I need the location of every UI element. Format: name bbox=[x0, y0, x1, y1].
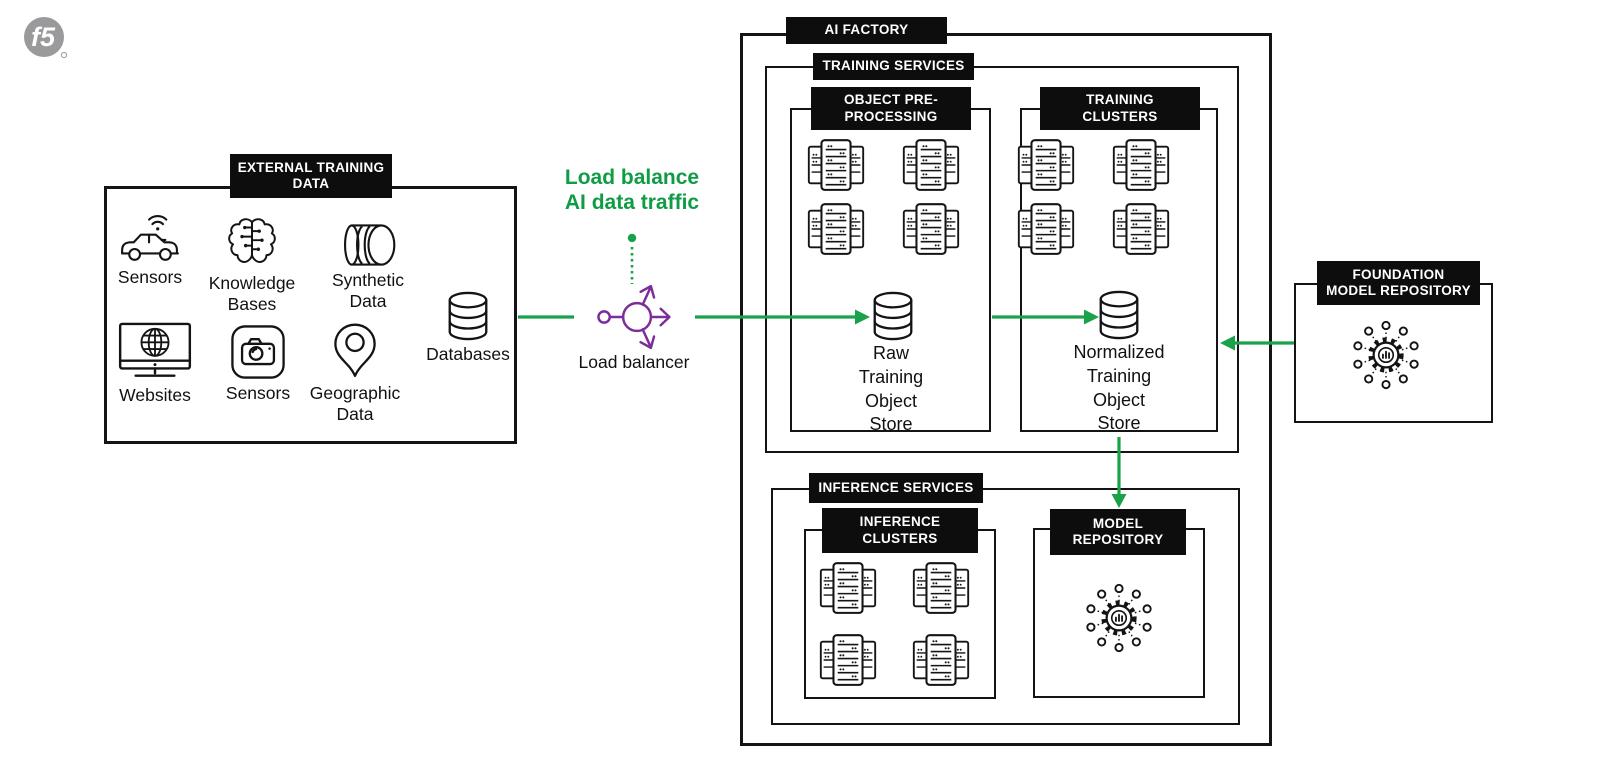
training-services-box bbox=[765, 66, 1239, 453]
server-rack-icon bbox=[1016, 137, 1076, 193]
external-item-label: Sensors bbox=[117, 267, 183, 287]
external-item-label: Knowledge Bases bbox=[208, 273, 296, 315]
training-services-header: TRAINING SERVICES bbox=[813, 53, 974, 80]
training-clusters-header: TRAINING CLUSTERS bbox=[1040, 87, 1200, 130]
inference-services-box bbox=[771, 488, 1240, 725]
database-icon bbox=[446, 291, 490, 341]
server-rack-icon bbox=[818, 560, 878, 616]
stacked-discs-icon bbox=[343, 224, 396, 266]
load-balance-callout: Load balance AI data traffic bbox=[520, 165, 744, 215]
object-preprocessing-header: OBJECT PRE- PROCESSING bbox=[811, 87, 971, 130]
model-repository-header: MODEL REPOSITORY bbox=[1050, 509, 1186, 555]
load-balancer-label: Load balancer bbox=[578, 352, 690, 372]
server-rack-icon bbox=[901, 201, 961, 257]
normalized-object-store-database-icon bbox=[1097, 290, 1141, 340]
inference-services-header: INFERENCE SERVICES bbox=[809, 473, 983, 503]
load-balancer-icon bbox=[597, 284, 671, 350]
external-item-synthetic-data: Synthetic Data bbox=[322, 223, 414, 313]
server-rack-icon bbox=[806, 201, 866, 257]
external-item-label: Websites bbox=[119, 385, 191, 405]
server-rack-icon bbox=[1111, 201, 1171, 257]
server-rack-icon bbox=[901, 137, 961, 193]
server-rack-icon bbox=[806, 137, 866, 193]
external-item-label: Geographic Data bbox=[309, 383, 401, 425]
monitor-globe-icon bbox=[118, 322, 192, 377]
server-rack-icon bbox=[1111, 137, 1171, 193]
svg-text:f5: f5 bbox=[31, 22, 56, 52]
ai-factory-header: AI FACTORY bbox=[786, 17, 947, 44]
ai-factory-box bbox=[740, 33, 1272, 746]
server-rack-icon bbox=[1016, 201, 1076, 257]
inference-clusters-header: INFERENCE CLUSTERS bbox=[822, 508, 978, 553]
normalized-object-store-label: Normalized Training Object Store bbox=[1073, 342, 1165, 434]
external-item-knowledge-bases: Knowledge Bases bbox=[204, 214, 300, 316]
raw-object-store-label: Raw Training Object Store bbox=[858, 343, 924, 435]
server-rack-icon bbox=[911, 560, 971, 616]
callout-line-1: Load balance bbox=[564, 166, 700, 189]
brain-icon bbox=[228, 218, 276, 263]
external-item-sensors-camera: Sensors bbox=[210, 324, 306, 404]
callout-line-2: AI data traffic bbox=[564, 191, 700, 215]
server-rack-icon bbox=[911, 632, 971, 688]
f5-logo: f5 bbox=[24, 17, 68, 59]
external-item-label: Databases bbox=[426, 344, 510, 364]
external-item-websites: Websites bbox=[110, 322, 200, 406]
external-item-sensors-car: Sensors bbox=[110, 214, 190, 288]
camera-icon bbox=[231, 325, 285, 379]
model-hub-icon bbox=[1079, 578, 1159, 658]
external-item-label: Synthetic Data bbox=[332, 270, 404, 312]
external-item-label: Sensors bbox=[225, 383, 291, 403]
map-pin-icon bbox=[334, 323, 376, 378]
car-wifi-sensor-icon bbox=[121, 215, 179, 261]
model-hub-icon bbox=[1346, 315, 1426, 395]
foundation-model-repository-header: FOUNDATION MODEL REPOSITORY bbox=[1317, 261, 1480, 305]
server-rack-icon bbox=[818, 632, 878, 688]
external-item-databases: Databases bbox=[420, 291, 516, 365]
external-item-geographic-data: Geographic Data bbox=[309, 322, 401, 426]
callout-pointer-dot bbox=[627, 233, 637, 243]
external-training-data-header: EXTERNAL TRAINING DATA bbox=[230, 154, 392, 198]
raw-object-store-database-icon bbox=[871, 291, 915, 341]
